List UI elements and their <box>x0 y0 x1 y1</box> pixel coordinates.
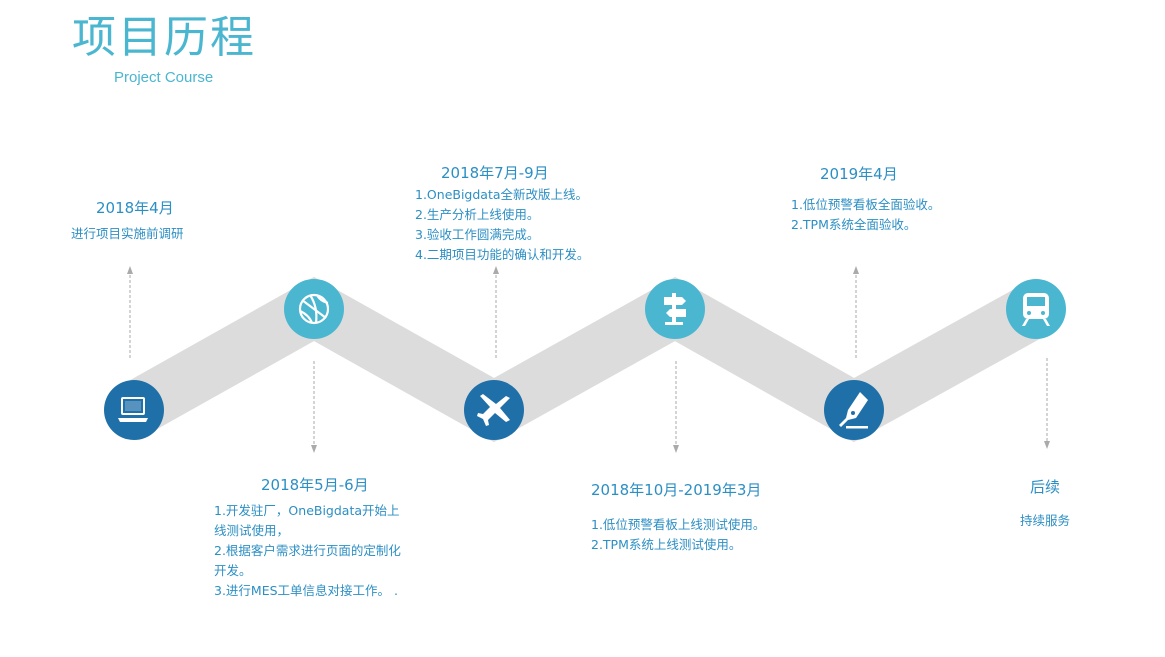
milestone-line: 2.根据客户需求进行页面的定制化 <box>214 543 401 558</box>
milestone-line: 2.TPM系统上线测试使用。 <box>591 537 742 552</box>
milestone-node-5 <box>824 380 884 440</box>
milestone-date-5: 2019年4月 <box>820 165 898 183</box>
arrow-up-1 <box>127 266 133 358</box>
milestone-node-6 <box>1006 279 1066 339</box>
milestone-line: 进行项目实施前调研 <box>71 226 184 241</box>
arrow-down-4 <box>673 361 679 453</box>
milestone-date-3: 2018年7月-9月 <box>441 164 549 182</box>
arrow-up-5 <box>853 266 859 358</box>
milestone-line: 1.OneBigdata全新改版上线。 <box>415 187 589 202</box>
milestone-node-3 <box>464 380 524 440</box>
milestone-line: 3.验收工作圆满完成。 <box>415 227 540 242</box>
connector-arrows <box>127 266 1050 453</box>
milestone-line: 2.生产分析上线使用。 <box>415 207 540 222</box>
page-title: 项目历程 <box>72 12 256 63</box>
signpost-icon <box>664 293 686 325</box>
milestone-text-3: 1.OneBigdata全新改版上线。 2.生产分析上线使用。 3.验收工作圆满… <box>415 185 589 265</box>
milestone-text-5: 1.低位预警看板全面验收。 2.TPM系统全面验收。 <box>791 195 940 235</box>
milestone-line: 1.开发驻厂，OneBigdata开始上 <box>214 503 400 518</box>
milestone-text-6: 持续服务 <box>1020 511 1070 531</box>
train-icon <box>1022 293 1050 326</box>
basketball-icon <box>298 293 330 325</box>
zigzag-band <box>120 276 1050 443</box>
milestone-line: 线测试使用， <box>214 523 290 538</box>
milestone-line: 1.低位预警看板全面验收。 <box>791 197 941 212</box>
milestone-node-1 <box>104 380 164 440</box>
airplane-icon <box>477 394 510 426</box>
milestone-line: 3.进行MES工单信息对接工作。 . <box>214 583 398 598</box>
pen-nib-icon <box>839 392 868 429</box>
milestone-date-2: 2018年5月-6月 <box>261 476 369 494</box>
milestone-text-2: 1.开发驻厂，OneBigdata开始上 线测试使用， 2.根据客户需求进行页面… <box>214 501 401 601</box>
milestone-text-1: 进行项目实施前调研 <box>71 224 184 244</box>
milestone-node-4 <box>645 279 705 339</box>
milestone-date-1: 2018年4月 <box>96 199 174 217</box>
milestone-date-4: 2018年10月-2019年3月 <box>591 481 762 499</box>
milestone-text-4: 1.低位预警看板上线测试使用。 2.TPM系统上线测试使用。 <box>591 515 765 555</box>
page-subtitle: Project Course <box>114 69 214 86</box>
milestone-line: 4.二期项目功能的确认和开发。 <box>415 247 590 262</box>
milestone-date-6: 后续 <box>1030 478 1061 496</box>
milestone-line: 开发。 <box>214 563 252 578</box>
arrow-up-3 <box>493 266 499 358</box>
arrow-down-2 <box>311 361 317 453</box>
milestone-line: 1.低位预警看板上线测试使用。 <box>591 517 766 532</box>
milestone-node-2 <box>284 279 344 339</box>
milestone-line: 持续服务 <box>1020 513 1071 528</box>
arrow-down-6 <box>1044 358 1050 449</box>
milestone-line: 2.TPM系统全面验收。 <box>791 217 917 232</box>
laptop-icon <box>118 397 148 422</box>
